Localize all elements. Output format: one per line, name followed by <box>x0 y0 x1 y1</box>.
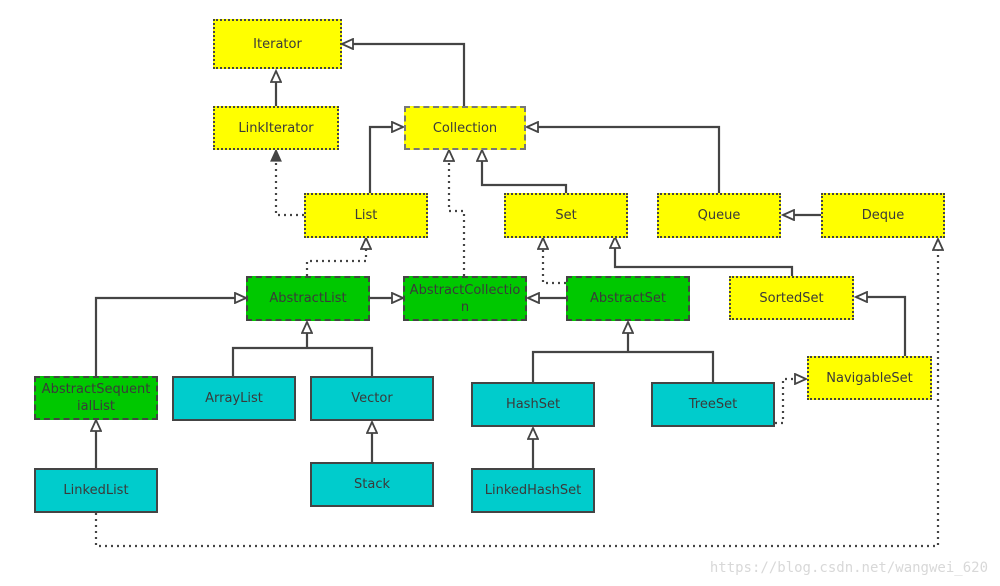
edge-navigableset-sortedset <box>856 297 907 356</box>
node-vector[interactable]: Vector <box>310 376 434 421</box>
node-label: Queue <box>697 208 741 223</box>
node-label: LinkedHashSet <box>484 483 582 498</box>
node-label: TreeSet <box>688 397 738 412</box>
node-label: NavigableSet <box>826 370 913 386</box>
node-stack[interactable]: Stack <box>310 462 434 507</box>
edge-sortedset-set <box>615 237 794 276</box>
node-set[interactable]: Set <box>504 193 628 238</box>
edge-abstractlist-list <box>305 238 366 276</box>
node-label: AbstractSet <box>590 291 666 306</box>
edge-queue-collection <box>527 127 721 196</box>
watermark: https://blog.csdn.net/wangwei_620 <box>709 560 988 576</box>
edge-abstractcollection-collection <box>449 150 466 276</box>
node-arraylist[interactable]: ArrayList <box>172 376 296 421</box>
node-label: Stack <box>354 477 390 492</box>
node-label: SortedSet <box>759 290 824 306</box>
edge-collection-iterator <box>342 44 466 106</box>
node-label: List <box>354 208 378 223</box>
node-queue[interactable]: Queue <box>657 193 781 238</box>
node-label: Vector <box>351 391 393 406</box>
edge-abstractsequentiallist-abstractlist <box>94 298 246 376</box>
node-label: Collection <box>432 120 498 136</box>
edge-hashset-abstractset <box>531 350 715 382</box>
node-sortedset[interactable]: SortedSet <box>729 276 854 320</box>
node-abstractlist[interactable]: AbstractList <box>246 276 370 321</box>
edge-set-collection <box>482 150 568 196</box>
node-label: AbstractCollection <box>409 282 521 315</box>
node-hashset[interactable]: HashSet <box>471 382 595 427</box>
edge-abstractset-set <box>543 238 566 285</box>
node-deque[interactable]: Deque <box>821 193 945 238</box>
node-label: Set <box>555 208 577 223</box>
node-label: HashSet <box>505 397 561 412</box>
node-label: LinkedList <box>63 483 129 498</box>
node-iterator[interactable]: Iterator <box>213 19 342 69</box>
node-label: AbstractList <box>269 291 347 306</box>
node-abstractset[interactable]: AbstractSet <box>566 276 690 321</box>
edge-treeset-navigableset <box>775 379 806 425</box>
edge-list-linkiterator <box>270 148 304 217</box>
node-navigableset[interactable]: NavigableSet <box>807 356 932 400</box>
node-treeset[interactable]: TreeSet <box>651 382 775 427</box>
node-label: AbstractSequentialList <box>41 382 151 414</box>
node-label: LinkIterator <box>238 120 314 136</box>
node-label: Deque <box>861 208 905 223</box>
node-linkedhashset[interactable]: LinkedHashSet <box>471 468 595 513</box>
node-abstractcollection[interactable]: AbstractCollection <box>403 276 527 321</box>
node-list[interactable]: List <box>304 193 428 238</box>
edge-arraylist-abstractlist <box>231 346 374 376</box>
node-label: Iterator <box>253 36 302 52</box>
node-linkiterator[interactable]: LinkIterator <box>213 106 339 150</box>
node-linkedlist[interactable]: LinkedList <box>34 468 158 513</box>
node-collection[interactable]: Collection <box>404 106 526 150</box>
node-label: ArrayList <box>205 391 263 406</box>
edge-list-collection <box>368 127 403 196</box>
node-abstractsequentiallist[interactable]: AbstractSequentialList <box>34 376 158 420</box>
